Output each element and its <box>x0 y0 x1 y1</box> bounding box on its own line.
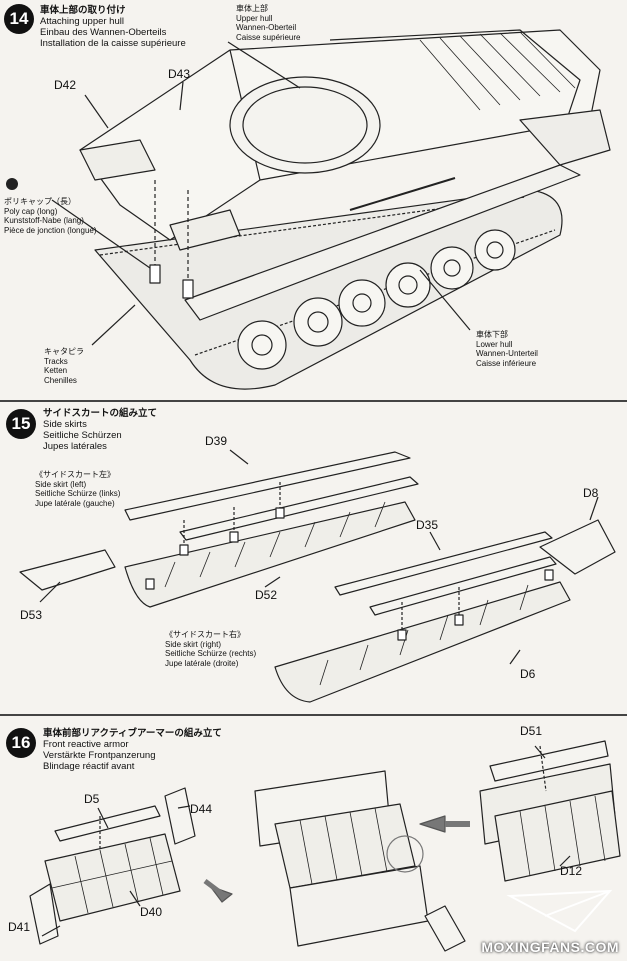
part-label-d41: D41 <box>8 920 31 934</box>
right-skirt-en: Side skirt (right) <box>165 639 222 649</box>
part-label-d40: D40 <box>140 905 163 919</box>
lower-hull-fr: Caisse inférieure <box>476 358 537 368</box>
upper-hull-fr: Caisse supérieure <box>236 32 301 42</box>
title-de: Seitliche Schürzen <box>43 430 122 441</box>
left-skirt-de: Seitliche Schürze (links) <box>35 489 121 498</box>
poly-cap-ja: ポリキャップ（長） <box>4 197 76 206</box>
hull-assembly-drawing <box>51 29 611 390</box>
step-16-section: 16 車体前部リアクティブアーマーの組み立て Front reactive ar… <box>0 714 627 961</box>
upper-hull-ja: 車体上部 <box>236 4 268 13</box>
left-skirt-ja: 《サイドスカート左》 <box>35 470 115 479</box>
lower-hull-de: Wannen-Unterteil <box>476 349 538 358</box>
step-number-badge: 14 <box>4 4 34 34</box>
tracks-en: Tracks <box>44 356 68 366</box>
tracks-ja: キャタピラ <box>44 347 84 356</box>
step-title: 車体前部リアクティブアーマーの組み立て Front reactive armor… <box>43 728 222 772</box>
poly-cap-fr: Pièce de jonction (longue) <box>4 225 97 235</box>
watermark-logo-icon <box>506 889 613 933</box>
title-fr: Blindage réactif avant <box>43 761 135 772</box>
title-en: Side skirts <box>43 419 87 430</box>
poly-cap-en: Poly cap (long) <box>4 206 58 216</box>
title-ja: サイドスカートの組み立て <box>43 408 158 419</box>
step-14-section: 14 車体上部の取り付け Attaching upper hull Einbau… <box>0 0 627 400</box>
title-en: Attaching upper hull <box>40 16 124 27</box>
part-label-d51: D51 <box>520 724 543 738</box>
poly-cap-callout: ポリキャップ（長） Poly cap (long) Kunststoff-Nab… <box>4 197 97 235</box>
watermark-text: MOXINGFANS.COM <box>481 939 619 955</box>
part-label-d12: D12 <box>560 864 583 878</box>
step-number-badge: 15 <box>6 409 36 439</box>
right-skirt-de: Seitliche Schürze (rechts) <box>165 649 257 658</box>
title-fr: Installation de la caisse supérieure <box>40 38 186 49</box>
part-label-d8: D8 <box>583 486 599 500</box>
left-skirt-callout: 《サイドスカート左》 Side skirt (left) Seitliche S… <box>35 470 120 508</box>
title-ja: 車体前部リアクティブアーマーの組み立て <box>43 728 222 739</box>
right-skirt-fr: Jupe latérale (droite) <box>165 658 239 668</box>
poly-cap-de: Kunststoff-Nabe (lang) <box>4 216 84 225</box>
upper-hull-callout: 車体上部 Upper hull Wannen-Oberteil Caisse s… <box>236 4 300 42</box>
tracks-callout: キャタピラ Tracks Ketten Chenilles <box>44 347 84 385</box>
step-15-section: 15 サイドスカートの組み立て Side skirts Seitliche Sc… <box>0 400 627 714</box>
title-fr: Jupes latérales <box>43 441 107 452</box>
part-label-d53: D53 <box>20 608 43 622</box>
part-label-d43: D43 <box>168 67 191 81</box>
step-title: サイドスカートの組み立て Side skirts Seitliche Schür… <box>43 408 157 452</box>
right-skirt-ja: 《サイドスカート右》 <box>165 630 245 639</box>
upper-hull-en: Upper hull <box>236 13 273 23</box>
tracks-de: Ketten <box>44 366 68 375</box>
part-label-d6: D6 <box>520 667 536 681</box>
tracks-fr: Chenilles <box>44 375 77 385</box>
left-skirt-fr: Jupe latérale (gauche) <box>35 498 115 508</box>
title-de: Verstärkte Frontpanzerung <box>43 750 156 761</box>
lower-hull-en: Lower hull <box>476 339 513 349</box>
poly-cap-icon <box>6 178 18 190</box>
part-label-d52: D52 <box>255 588 278 602</box>
side-skirts-drawing <box>19 449 616 703</box>
lower-hull-ja: 車体下部 <box>476 330 508 339</box>
part-label-d44: D44 <box>190 802 213 816</box>
lower-hull-callout: 車体下部 Lower hull Wannen-Unterteil Caisse … <box>476 330 538 368</box>
step-title: 車体上部の取り付け Attaching upper hull Einbau de… <box>40 5 186 49</box>
part-label-d35: D35 <box>416 518 439 532</box>
title-en: Front reactive armor <box>43 739 129 750</box>
front-armor-drawing <box>29 740 621 952</box>
left-skirt-en: Side skirt (left) <box>35 479 87 489</box>
step-number-badge: 16 <box>6 728 36 758</box>
upper-hull-de: Wannen-Oberteil <box>236 23 297 32</box>
part-label-d39: D39 <box>205 434 228 448</box>
part-label-d42: D42 <box>54 78 77 92</box>
title-de: Einbau des Wannen-Oberteils <box>40 27 167 38</box>
part-label-d5: D5 <box>84 792 100 806</box>
title-ja: 車体上部の取り付け <box>40 5 126 16</box>
right-skirt-callout: 《サイドスカート右》 Side skirt (right) Seitliche … <box>165 630 256 668</box>
